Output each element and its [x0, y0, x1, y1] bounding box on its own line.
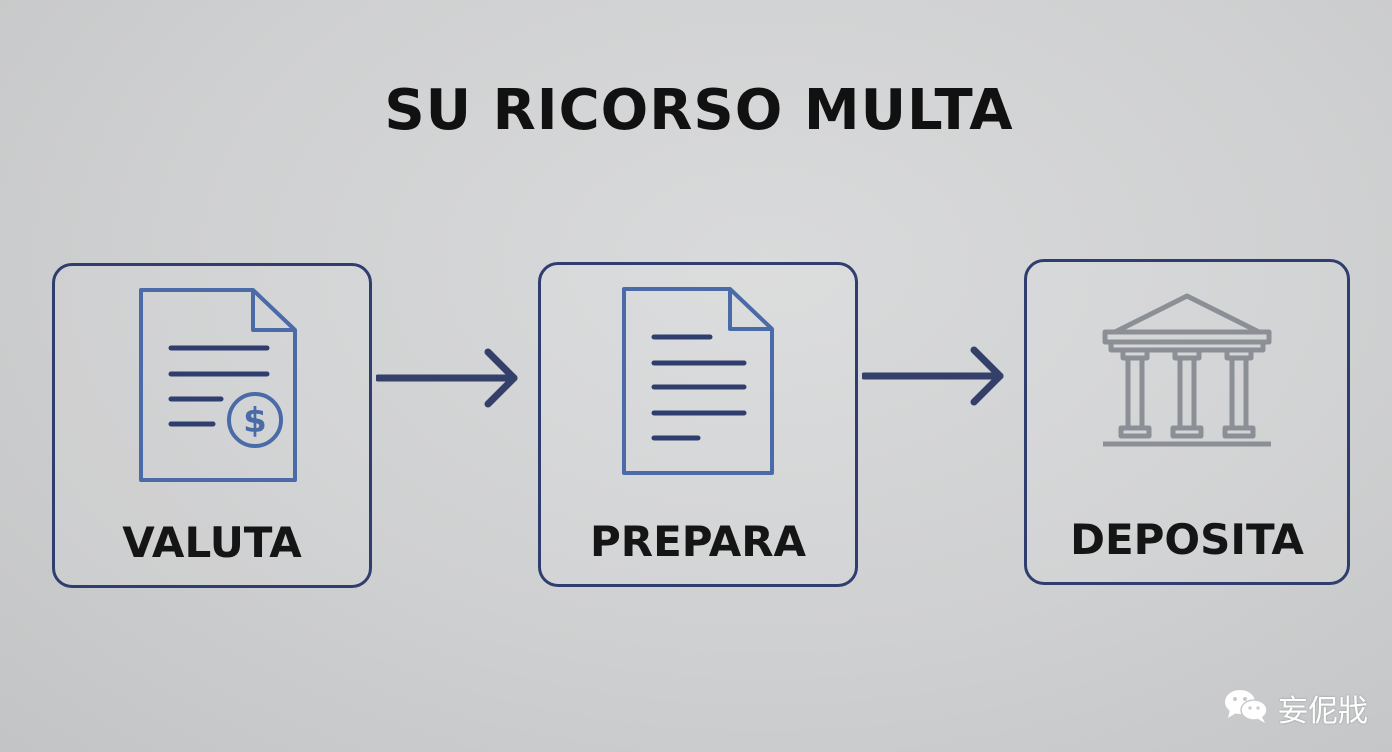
- step-label: PREPARA: [589, 517, 807, 566]
- step-label: VALUTA: [122, 518, 302, 567]
- step-label: DEPOSITA: [1070, 515, 1304, 564]
- watermark-text: 妄伲戕: [1278, 694, 1368, 729]
- arrow-right-icon: [374, 348, 522, 412]
- document-icon: [618, 283, 778, 483]
- arrow-right-icon: [860, 346, 1008, 410]
- watermark: 妄伲戕: [1224, 686, 1368, 730]
- diagram-title: SU RICORSO MULTA: [384, 78, 1014, 143]
- svg-text:$: $: [243, 401, 267, 441]
- step-box-prepara: PREPARA: [538, 262, 858, 587]
- courthouse-icon: [1097, 292, 1277, 460]
- wechat-icon: [1224, 688, 1268, 728]
- document-dollar-icon: $: [127, 284, 297, 488]
- step-box-valuta: $ VALUTA: [52, 263, 372, 588]
- step-box-deposita: DEPOSITA: [1024, 259, 1350, 585]
